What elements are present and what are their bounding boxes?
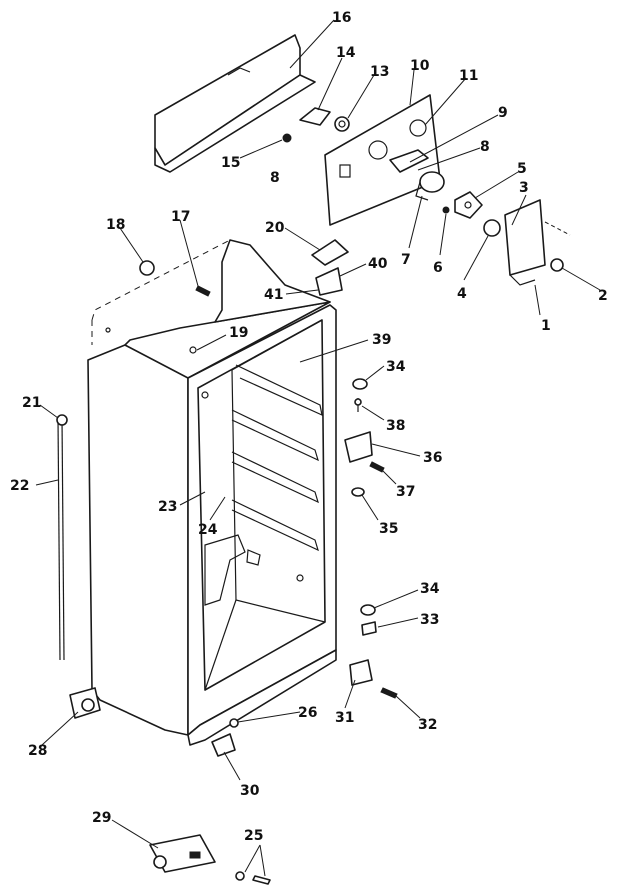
callout-22: 22 [10, 478, 29, 494]
part-18-plug [139, 260, 155, 276]
callout-8-right: 8 [480, 139, 490, 155]
cabinet [87, 239, 337, 746]
part-14-clip [299, 107, 331, 126]
part-22-rod [56, 414, 68, 661]
callout-18: 18 [106, 217, 125, 233]
callout-4: 4 [457, 286, 467, 302]
callout-20: 20 [265, 220, 285, 236]
callout-labels: 1 2 3 4 5 6 7 8 8 9 10 11 13 14 15 16 17… [10, 10, 608, 844]
callout-28: 28 [28, 743, 47, 759]
callout-13: 13 [370, 64, 389, 80]
part-31-hinge [349, 659, 373, 686]
part-2-nut [550, 258, 564, 272]
callout-36: 36 [423, 450, 442, 466]
callout-2: 2 [598, 288, 608, 304]
callout-40: 40 [368, 256, 388, 272]
callout-26: 26 [298, 705, 317, 721]
callout-9: 9 [498, 105, 508, 121]
part-33-pin [361, 621, 377, 636]
part-13-knob [334, 116, 350, 132]
part-20-hinge-cover [311, 239, 349, 266]
part-15-screw [282, 133, 292, 143]
callout-29: 29 [92, 810, 111, 826]
callout-17: 17 [171, 209, 190, 225]
callout-11: 11 [459, 68, 478, 84]
part-34-washer-lower [360, 604, 376, 616]
callout-23: 23 [158, 499, 177, 515]
callout-35: 35 [379, 521, 398, 537]
leader-lines [35, 19, 601, 877]
part-40-hinge [315, 267, 343, 296]
callout-30: 30 [240, 783, 260, 799]
callout-8-left: 8 [270, 170, 280, 186]
callout-34-upper: 34 [386, 359, 406, 375]
part-35-washer [351, 487, 365, 497]
part-34-washer-upper [352, 378, 368, 390]
part-6-screw [442, 206, 450, 214]
callout-39: 39 [372, 332, 391, 348]
part-7-thermostat [415, 171, 445, 201]
callout-7: 7 [401, 252, 411, 268]
callout-32: 32 [418, 717, 437, 733]
part-17-screw [195, 285, 211, 297]
callout-19: 19 [229, 325, 248, 341]
callout-1: 1 [541, 318, 551, 334]
part-16-top-cover [154, 34, 316, 173]
callout-41: 41 [264, 287, 283, 303]
callout-16: 16 [332, 10, 351, 26]
callout-33: 33 [420, 612, 439, 628]
part-29-bottom-hinge [149, 834, 216, 873]
part-32-screw [380, 687, 398, 699]
part-38-pin [354, 398, 362, 412]
callout-38: 38 [386, 418, 405, 434]
part-28-roller [69, 687, 101, 719]
callout-15: 15 [221, 155, 240, 171]
callout-3: 3 [519, 180, 529, 196]
callout-21: 21 [22, 395, 41, 411]
part-37-screw [369, 461, 385, 473]
part-5-knob [454, 191, 483, 219]
part-4-bulb [483, 219, 501, 237]
callout-14: 14 [336, 45, 356, 61]
callout-10: 10 [410, 58, 430, 74]
callout-25: 25 [244, 828, 263, 844]
callout-31: 31 [335, 710, 354, 726]
callout-24: 24 [198, 522, 218, 538]
part-26-screw [229, 718, 239, 728]
callout-5: 5 [517, 161, 527, 177]
callout-6: 6 [433, 260, 443, 276]
part-25-screws [235, 871, 271, 885]
part-36-bracket [344, 431, 373, 463]
callout-34-lower: 34 [420, 581, 440, 597]
callout-37: 37 [396, 484, 415, 500]
part-3-light-housing [504, 199, 571, 286]
part-9-bracket [389, 149, 429, 173]
part-30-leveler [211, 733, 236, 757]
